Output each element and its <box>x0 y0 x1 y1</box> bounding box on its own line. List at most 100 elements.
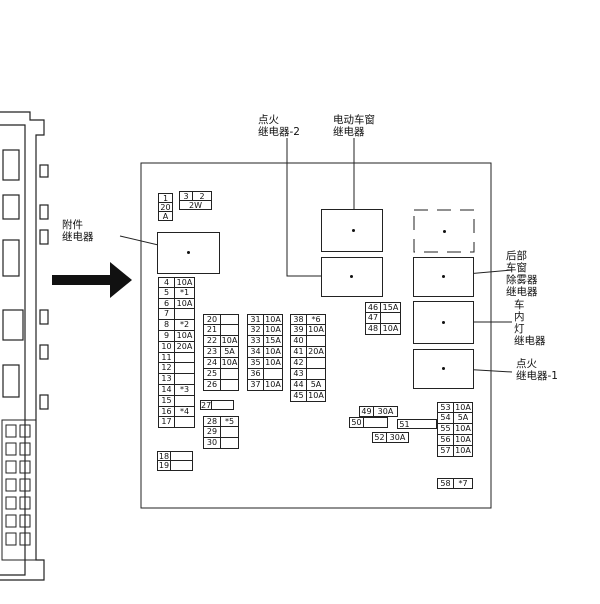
fuse-30-slot <box>221 438 239 449</box>
fuse-50-slot <box>364 417 388 428</box>
fuse-20-value <box>221 314 239 325</box>
fuse-21-value <box>221 325 239 336</box>
interior-light-relay-label: 车 内 灯 继电器 <box>514 299 546 347</box>
fuse-3: 3 <box>179 191 193 201</box>
fuse-7-value <box>175 309 195 321</box>
fuse-6: 6 <box>158 298 175 310</box>
fuse-49-value: 30A <box>374 406 398 417</box>
fuse-30: 30 <box>203 438 221 449</box>
fuse-15: 15 <box>158 395 175 407</box>
fuse-24: 24 <box>203 358 221 369</box>
fuse-43-value <box>307 369 326 380</box>
fuse-21: 21 <box>203 325 221 336</box>
fuse-18: 18 <box>157 451 171 461</box>
fuse-55: 55 <box>437 424 454 435</box>
fuse-19: 19 <box>157 461 171 471</box>
ignition-relay-1-label: 点火 继电器-1 <box>516 358 558 382</box>
fuse-58: 58 <box>437 478 454 489</box>
fuse-58-value: *7 <box>454 478 473 489</box>
fuse-5-value: *1 <box>175 287 195 299</box>
fuse-1: 1 <box>158 193 173 203</box>
fuse-52: 52 <box>372 432 387 443</box>
fuse-2w: 2W <box>179 201 212 210</box>
fuse-53: 53 <box>437 402 454 413</box>
fuse-29-slot <box>221 427 239 438</box>
fuse-4-value: 10A <box>175 277 195 288</box>
fuse-49: 49 <box>359 406 374 417</box>
fuse-26-value <box>221 380 239 391</box>
fuse-28: 28 <box>203 416 221 427</box>
fuse-16: 16 <box>158 406 175 418</box>
fuse-10-value: 20A <box>175 341 195 353</box>
fuse-29: 29 <box>203 427 221 438</box>
fuse-17-value <box>175 417 195 429</box>
fuse-48: 48 <box>365 324 381 335</box>
fuse-25: 25 <box>203 369 221 380</box>
fuse-13: 13 <box>158 374 175 385</box>
fuse-23: 23 <box>203 347 221 358</box>
fuse-8: 8 <box>158 320 175 331</box>
fuse-44: 44 <box>290 380 307 391</box>
fuse-43: 43 <box>290 369 307 380</box>
fuse-9: 9 <box>158 331 175 342</box>
fuse-7: 7 <box>158 309 175 321</box>
power-window-relay-box <box>321 209 383 252</box>
fuse-20: 20 <box>203 314 221 325</box>
fuse-2: 2 <box>193 191 212 201</box>
fuse-31-value: 10A <box>264 314 283 325</box>
fuse-57-value: 10A <box>454 446 473 457</box>
fuse-19-slot <box>171 461 193 471</box>
fuse-31: 31 <box>247 314 264 325</box>
fuse-22: 22 <box>203 336 221 347</box>
fuse-48-value: 10A <box>381 324 401 335</box>
fuse-37: 37 <box>247 380 264 391</box>
ignition-relay-2-label: 点火 继电器-2 <box>258 114 300 138</box>
fuse-46: 46 <box>365 302 381 313</box>
fuse-18-slot <box>171 451 193 461</box>
fuse-10: 10 <box>158 341 175 353</box>
fuse-38: 38 <box>290 314 307 325</box>
fuse-33-value: 15A <box>264 336 283 347</box>
fuse-47-value <box>381 313 401 324</box>
fuse-28-value: *5 <box>221 416 239 427</box>
accessory-relay-label: 附件 继电器 <box>62 219 94 243</box>
fuse-38-value: *6 <box>307 314 326 325</box>
fuse-41-value: 20A <box>307 347 326 358</box>
fuse-25-value <box>221 369 239 380</box>
fuse-57: 57 <box>437 446 454 457</box>
fuse-12: 12 <box>158 363 175 375</box>
fuse-35: 35 <box>247 358 264 369</box>
fuse-54-value: 5A <box>454 413 473 424</box>
fuse-51: 51 <box>397 419 411 429</box>
fuse-35-value: 10A <box>264 358 283 369</box>
fuse-41: 41 <box>290 347 307 358</box>
power-window-relay-label: 电动车窗 继电器 <box>333 114 375 138</box>
fuse-46-value: 15A <box>381 302 401 313</box>
fuse-42-value <box>307 358 326 369</box>
fuse-44-value: 5A <box>307 380 326 391</box>
fuse-40-value <box>307 336 326 347</box>
fuse-26: 26 <box>203 380 221 391</box>
fuse-16-value: *4 <box>175 406 195 418</box>
fuse-11: 11 <box>158 352 175 364</box>
fuse-33: 33 <box>247 336 264 347</box>
fuse-4: 4 <box>158 277 175 288</box>
fuse-45-value: 10A <box>307 391 326 402</box>
fuse-40: 40 <box>290 336 307 347</box>
fuse-56-value: 10A <box>454 435 473 446</box>
fuse-32-value: 10A <box>264 325 283 336</box>
fuse-39-value: 10A <box>307 325 326 336</box>
fuse-8-value: *2 <box>175 320 195 331</box>
fuse-52-value: 30A <box>387 432 409 443</box>
fuse-36-value <box>264 369 283 380</box>
fuse-37-value: 10A <box>264 380 283 391</box>
fuse-22-value: 10A <box>221 336 239 347</box>
fuse-11-value <box>175 352 195 364</box>
fuse-39: 39 <box>290 325 307 336</box>
fuse-32: 32 <box>247 325 264 336</box>
fuse-a-top: A <box>158 212 173 221</box>
fuse-23-value: 5A <box>221 347 239 358</box>
fuse-54: 54 <box>437 413 454 424</box>
